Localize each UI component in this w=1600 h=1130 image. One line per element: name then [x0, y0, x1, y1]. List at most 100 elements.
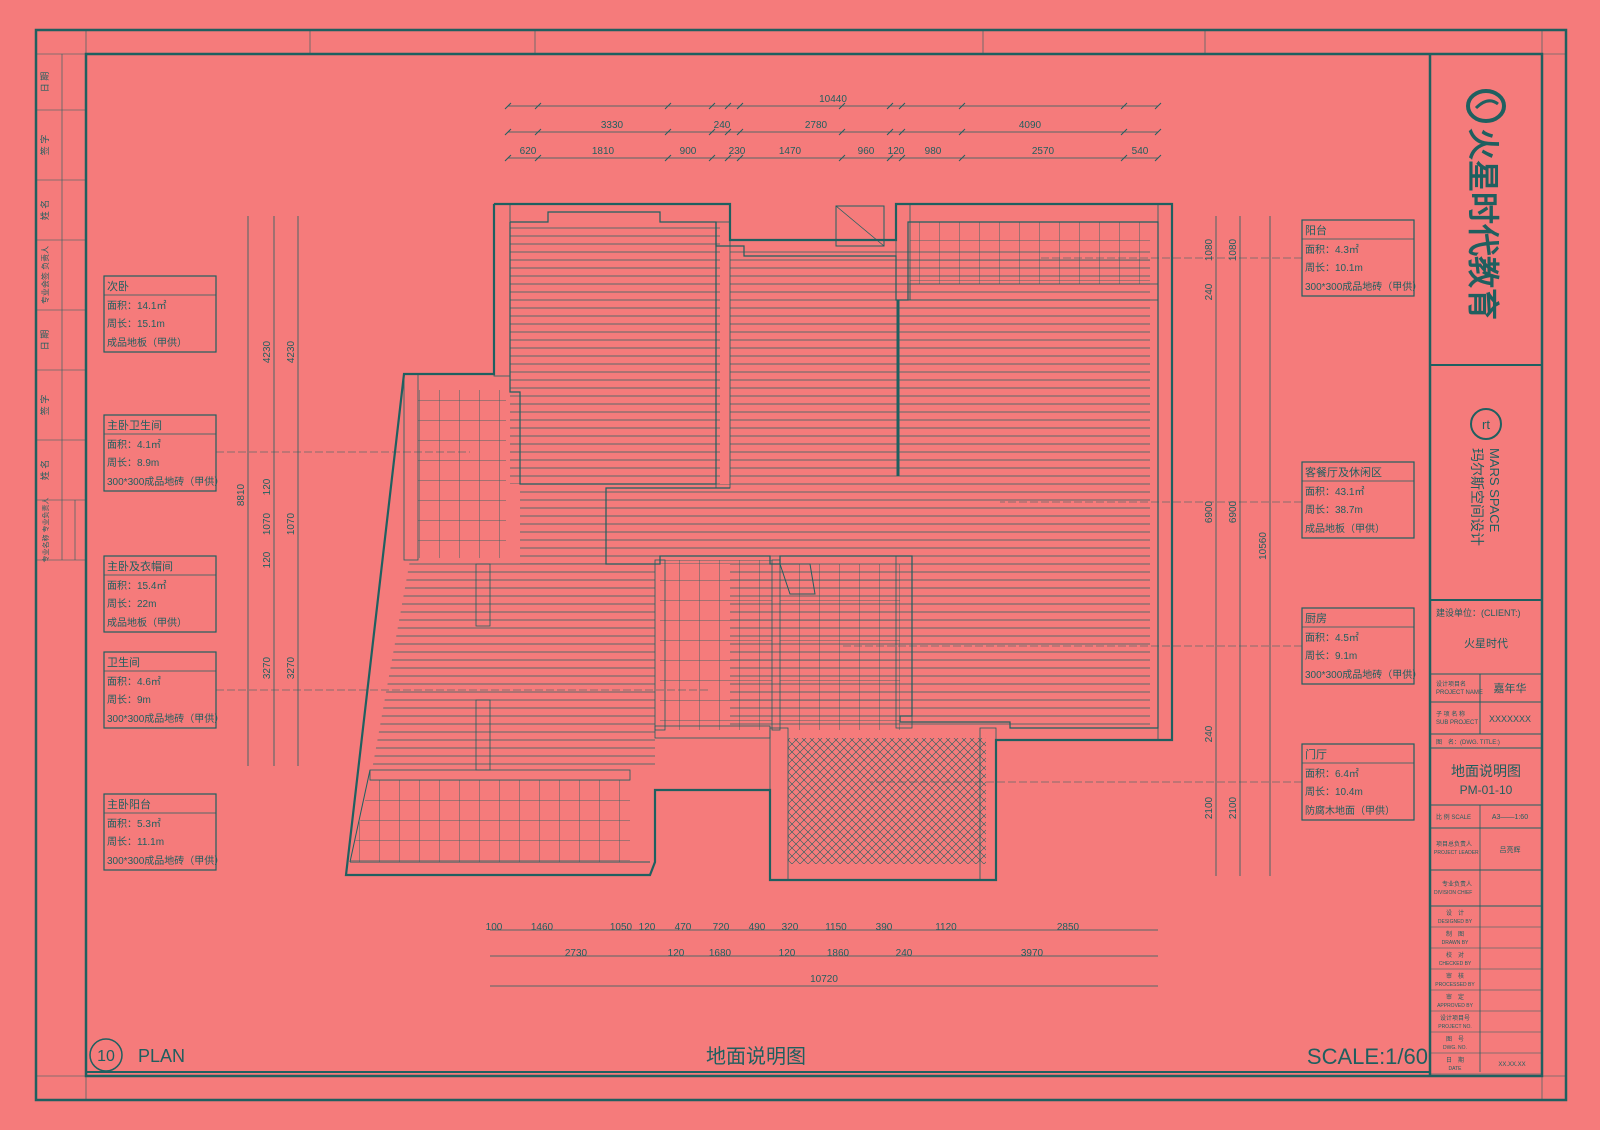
label-secondary-bedroom: 次卧 面积：14.1㎡ 周长：15.1m 成品地板（甲供） — [103, 275, 217, 353]
tb-row-en: DESIGNED BY — [1438, 919, 1473, 925]
strip-date-2: 日 期 — [40, 330, 50, 351]
dim-tick — [958, 102, 966, 110]
svg-text:490: 490 — [749, 922, 766, 933]
tb-row-cn: 日 期 — [1446, 1056, 1464, 1064]
svg-text:960: 960 — [858, 146, 875, 157]
svg-text:4230: 4230 — [262, 340, 273, 363]
svg-text:3970: 3970 — [1021, 948, 1044, 959]
svg-text:面积：4.3㎡: 面积：4.3㎡ — [1305, 244, 1359, 256]
svg-text:300*300成品地砖（甲供）: 300*300成品地砖（甲供） — [107, 854, 224, 867]
dim-tick — [886, 128, 894, 136]
svg-text:3270: 3270 — [262, 656, 273, 679]
svg-text:面积：14.1㎡: 面积：14.1㎡ — [107, 300, 166, 312]
label-living-dining: 客餐厅及休闲区 面积：43.1㎡ 周长：38.7m 成品地板（甲供） — [1301, 461, 1415, 539]
svg-text:6900: 6900 — [1228, 500, 1239, 523]
tb-row-en: DRAWN BY — [1442, 940, 1469, 946]
title-block: 火星时代教育 rt MARS SPACE 玛尔斯空间设计 建设单位：(CLIEN… — [1430, 89, 1542, 1075]
svg-text:面积：15.4㎡: 面积：15.4㎡ — [107, 580, 166, 592]
project-leader: 吕亮辉 — [1500, 845, 1521, 854]
dim-top-total: 10440 — [819, 94, 847, 105]
tb-row-cn: 设 计 — [1446, 909, 1464, 917]
sheet-border — [34, 28, 1568, 1102]
svg-text:120: 120 — [262, 551, 273, 568]
svg-text:2570: 2570 — [1032, 146, 1055, 157]
tb-row-en: PROJECT NO. — [1438, 1024, 1472, 1030]
tb-row-cn: 制 图 — [1446, 930, 1464, 938]
dimensions-top: 10440 3330 240 2780 4090 620 1810 900 23… — [504, 94, 1162, 162]
svg-text:3270: 3270 — [286, 656, 297, 679]
svg-text:1120: 1120 — [935, 922, 957, 933]
dim-tick — [1154, 154, 1162, 162]
dim-tick — [504, 102, 512, 110]
client-label: 建设单位：(CLIENT:) — [1436, 607, 1521, 618]
strip-date-1: 日 期 — [40, 72, 50, 93]
svg-text:1070: 1070 — [262, 512, 273, 535]
svg-text:470: 470 — [675, 922, 692, 933]
svg-text:2730: 2730 — [565, 948, 588, 959]
dim-tick — [664, 102, 672, 110]
dim-tick — [708, 128, 716, 136]
dim-tick — [724, 128, 732, 136]
svg-text:6900: 6900 — [1204, 500, 1215, 523]
svg-text:厨房: 厨房 — [1305, 612, 1327, 625]
svg-text:卫生间: 卫生间 — [107, 655, 140, 669]
label-master-bedroom: 主卧及衣帽间 面积：15.4㎡ 周长：22m 成品地板（甲供） — [103, 555, 217, 633]
project-name: 嘉年华 — [1494, 681, 1527, 695]
dim-tick — [898, 128, 906, 136]
room-master-bathroom — [418, 390, 506, 558]
dim-tick — [958, 128, 966, 136]
dim-tick — [736, 154, 744, 162]
label-bathroom: 卫生间 面积：4.6㎡ 周长：9m 300*300成品地砖（甲供） — [103, 651, 224, 729]
dim-tick — [504, 154, 512, 162]
dwg-number: PM-01-10 — [1460, 783, 1513, 797]
svg-text:比 例 SCALE: 比 例 SCALE — [1436, 813, 1471, 821]
dim-tick — [958, 154, 966, 162]
svg-text:面积：43.1㎡: 面积：43.1㎡ — [1305, 486, 1364, 498]
svg-text:980: 980 — [925, 146, 942, 157]
svg-text:120: 120 — [262, 478, 273, 495]
svg-text:主卧阳台: 主卧阳台 — [107, 797, 151, 811]
svg-text:专业负责人: 专业负责人 — [1442, 880, 1472, 888]
svg-text:300*300成品地砖（甲供）: 300*300成品地砖（甲供） — [1305, 280, 1422, 293]
svg-text:子 项 名 称: 子 项 名 称 — [1436, 710, 1465, 718]
drawing-scale: SCALE:1/60 — [1307, 1044, 1428, 1069]
dim-tick — [838, 102, 846, 110]
svg-text:DIVISION CHIEF: DIVISION CHIEF — [1434, 890, 1472, 896]
dim-tick — [736, 128, 744, 136]
label-balcony: 阳台 面积：4.3㎡ 周长：10.1m 300*300成品地砖（甲供） — [1301, 219, 1422, 297]
dim-tick — [838, 154, 846, 162]
svg-text:390: 390 — [876, 922, 893, 933]
svg-text:门厅: 门厅 — [1305, 747, 1327, 761]
dim-tick — [1154, 128, 1162, 136]
label-entrance: 门厅 面积：6.4㎡ 周长：10.4m 防腐木地面（甲供） — [1301, 743, 1415, 821]
tb-row-en: DATE — [1449, 1066, 1463, 1072]
dimensions-right: 1080 240 6900 240 2100 1080 6900 2100 10… — [1204, 216, 1271, 876]
dim-tick — [1120, 128, 1128, 136]
svg-text:面积：6.4㎡: 面积：6.4㎡ — [1305, 768, 1359, 780]
svg-text:面积：4.1㎡: 面积：4.1㎡ — [107, 439, 161, 451]
svg-text:成品地板（甲供）: 成品地板（甲供） — [107, 616, 187, 629]
svg-text:rt: rt — [1482, 417, 1490, 432]
svg-text:230: 230 — [729, 146, 746, 157]
svg-text:3330: 3330 — [601, 120, 624, 131]
room-entrance — [788, 738, 986, 864]
company-logo: 火星时代教育 — [1465, 89, 1506, 320]
dim-tick — [708, 154, 716, 162]
svg-text:周长：10.4m: 周长：10.4m — [1305, 786, 1363, 798]
floor-plan — [344, 202, 1174, 882]
dim-tick — [504, 128, 512, 136]
client-value: 火星时代 — [1464, 637, 1508, 650]
svg-text:1150: 1150 — [825, 922, 847, 933]
tb-row-cn: 审 定 — [1446, 993, 1464, 1001]
dim-tick — [664, 128, 672, 136]
room-master-balcony — [350, 780, 630, 862]
tb-row-cn: 设计项目号 — [1440, 1014, 1470, 1022]
svg-text:项目总负责人: 项目总负责人 — [1436, 840, 1472, 848]
svg-text:1460: 1460 — [531, 922, 554, 933]
mars-space-en: MARS SPACE — [1487, 448, 1502, 533]
svg-text:1080: 1080 — [1228, 238, 1239, 261]
svg-text:SUB PROJECT: SUB PROJECT — [1436, 720, 1478, 726]
svg-text:2100: 2100 — [1228, 796, 1239, 819]
svg-text:120: 120 — [668, 948, 685, 959]
label-master-bathroom: 主卧卫生间 面积：4.1㎡ 周长：8.9m 300*300成品地砖（甲供） — [103, 414, 224, 492]
